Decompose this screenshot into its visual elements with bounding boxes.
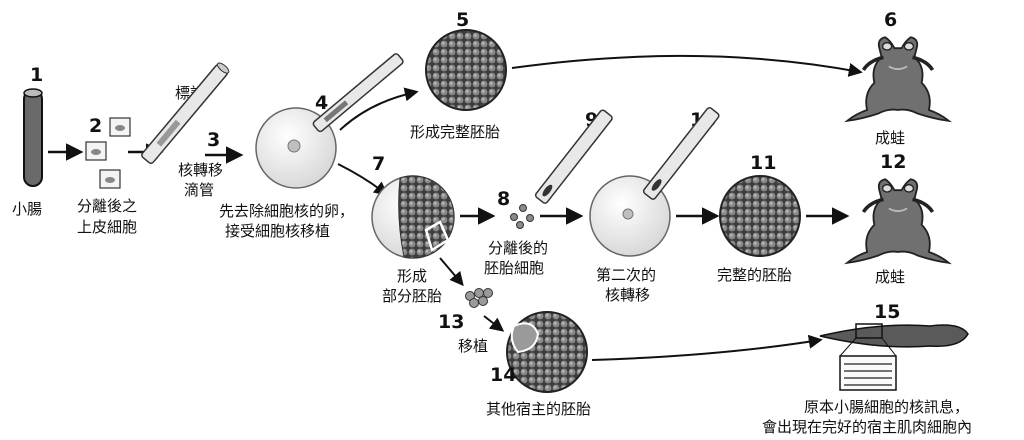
step-5-number: 5 (456, 9, 469, 31)
step-1-label: 小腸 (12, 200, 42, 218)
arrow-7-to-13 (439, 257, 464, 287)
muscle-cell-inset (839, 355, 897, 391)
step-6-number: 6 (884, 9, 897, 31)
arrow-4-to-5 (339, 87, 419, 131)
step-2-label-line2: 上皮細胞 (77, 218, 137, 236)
step-12-label: 成蛙 (875, 268, 905, 286)
step-4-number: 4 (315, 92, 328, 114)
step-14-host-embryo: 14 其他宿主的胚胎 (486, 311, 591, 418)
step-4-label-line1: 先去除細胞核的卵， (219, 202, 354, 220)
step-5-label: 形成完整胚胎 (410, 123, 500, 141)
step-11-label: 完整的胚胎 (717, 266, 792, 284)
step-12-number: 12 (880, 151, 906, 173)
arrow-5-to-6 (511, 54, 863, 77)
step-1-number: 1 (30, 64, 43, 86)
step-2-epithelial-cells: 2 分離後之 上皮細胞 (77, 115, 137, 236)
step-5-complete-embryo: 5 形成完整胚胎 (410, 9, 507, 141)
step-2-label-line1: 分離後之 (77, 197, 137, 215)
step-3-number: 3 (207, 129, 220, 151)
pipette-icon (141, 62, 230, 165)
pipette-icon (642, 107, 720, 200)
step-8-number: 8 (497, 188, 510, 210)
step-15-number: 15 (874, 301, 900, 323)
separated-cells-icon (510, 204, 534, 229)
step-6-adult-frog: 6 成蛙 (845, 9, 951, 147)
step-1-intestine: 1 小腸 (12, 64, 43, 218)
step-13-graft: 13 移植 (438, 288, 505, 355)
step-7-label-line1: 形成 (397, 267, 427, 285)
step-7-label-line2: 部分胚胎 (382, 287, 442, 305)
step-8-separated-cells: 8 分離後的 胚胎細胞 (484, 188, 548, 277)
step-13-label: 移植 (458, 337, 488, 355)
step-9-pipette: 9 (534, 109, 613, 204)
step-3-label-line1: 核轉移 (178, 161, 223, 179)
step-8-label-line1: 分離後的 (488, 239, 548, 257)
embryo-icon (425, 29, 507, 111)
step-14-number: 14 (490, 364, 516, 386)
step-8-label-line2: 胚胎細胞 (484, 259, 544, 277)
frog-icon (845, 35, 951, 123)
step-2-number: 2 (89, 115, 102, 137)
step-6-label: 成蛙 (875, 129, 905, 147)
step-7-partial-embryo: 7 形成 部分胚胎 (371, 153, 455, 305)
arrow-14-to-15 (591, 334, 823, 361)
pipette-icon (312, 53, 404, 133)
arrow-13-to-14 (483, 315, 505, 332)
tadpole-icon (819, 324, 969, 348)
step-13-number: 13 (438, 311, 464, 333)
cell-cluster-icon (465, 288, 493, 308)
step-11-number: 11 (750, 152, 776, 174)
frog-icon (845, 177, 951, 265)
step-10-second-transfer: 10 第二次的 核轉移 (589, 107, 720, 304)
step-4-label-line2: 接受細胞核移植 (225, 222, 330, 240)
epithelial-cell-icon (85, 117, 131, 189)
step-4-enucleated-egg: 4 先去除細胞核的卵， 接受細胞核移植 (219, 53, 404, 240)
step-3-nuclear-transfer-pipette: 標記 3 核轉移 滴管 (141, 62, 244, 199)
step-3-label-line2: 滴管 (184, 181, 214, 199)
embryo-icon (719, 175, 801, 257)
step-15-tadpole: 15 原本小腸細胞的核訊息， 會出現在完好的宿主肌肉細胞內 (762, 301, 972, 436)
intestine-tube-icon (23, 89, 43, 187)
pipette-icon (534, 109, 613, 204)
step-14-label: 其他宿主的胚胎 (486, 400, 591, 418)
step-11-complete-embryo: 11 完整的胚胎 (717, 152, 801, 284)
step-7-number: 7 (372, 153, 385, 175)
step-10-label-line1: 第二次的 (596, 266, 656, 284)
step-12-adult-frog: 12 成蛙 (845, 151, 951, 286)
step-10-label-line2: 核轉移 (605, 286, 650, 304)
step-15-label-line1: 原本小腸細胞的核訊息， (804, 398, 969, 416)
step-15-label-line2: 會出現在完好的宿主肌肉細胞內 (762, 418, 972, 436)
